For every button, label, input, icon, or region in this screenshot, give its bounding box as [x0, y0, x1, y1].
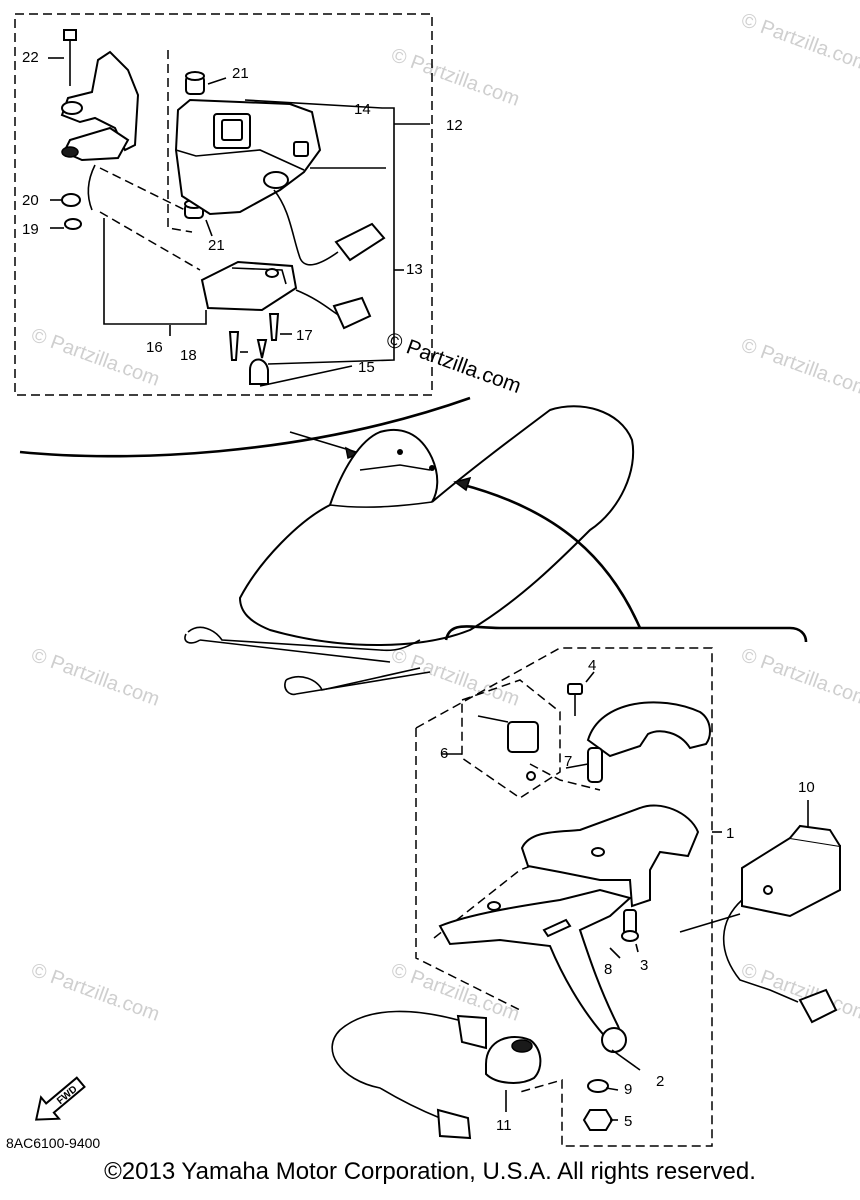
watermark-text: © Partzilla.com [388, 644, 522, 711]
bolt-4 [567, 683, 583, 695]
callout-8: 8 [604, 961, 612, 978]
bracket-base-hole [61, 146, 79, 158]
bolt-3-head [621, 930, 639, 942]
lever-bracket [520, 804, 700, 908]
callout-1: 1 [726, 825, 734, 842]
watermark-text: © Partzilla.com [738, 9, 860, 76]
callout-14: 14 [354, 101, 371, 118]
diagram-code: 8AC6100-9400 [6, 1135, 101, 1151]
watermark-text: © Partzilla.com [388, 959, 522, 1026]
brake-lever [438, 888, 633, 1045]
relay-hole [763, 885, 773, 895]
unit-side-knob [293, 141, 309, 157]
unit-cap-top [221, 119, 243, 141]
callout-17: 17 [296, 327, 313, 344]
switch-connector [436, 1108, 472, 1140]
callout-21: 21 [232, 65, 249, 82]
screw-15-tip [256, 339, 268, 359]
callout-3: 3 [640, 957, 648, 974]
wire [87, 164, 96, 211]
callout-19: 19 [22, 221, 39, 238]
watermark-text: © Partzilla.com [738, 959, 860, 1026]
screw-18 [228, 331, 240, 361]
bracket-hole [591, 847, 605, 857]
lever-pad-cover [586, 701, 711, 758]
callout-20: 20 [22, 192, 39, 209]
bracket-hole [61, 101, 83, 115]
part-6 [507, 721, 539, 753]
bottom-assembly-group [331, 647, 841, 1147]
relay-connector [798, 988, 838, 1024]
connector-14 [334, 222, 386, 262]
callout-16: 16 [146, 339, 163, 356]
module-hole [265, 268, 279, 278]
callout-7: 7 [564, 753, 572, 770]
callout-9: 9 [624, 1081, 632, 1098]
lever-ball-tip [601, 1027, 627, 1053]
callout-11: 11 [496, 1117, 512, 1134]
screw-17 [268, 313, 280, 341]
handlebar-point [429, 465, 435, 471]
watermark-main: © Partzilla.com [383, 328, 524, 398]
switch-cap [511, 1039, 533, 1053]
watermark-text: © Partzilla.com [28, 959, 162, 1026]
mounting-bracket [60, 50, 140, 152]
callout-12: 12 [446, 117, 463, 134]
lever-pivot-hole [487, 901, 501, 911]
callout-4: 4 [588, 657, 596, 674]
callout-13: 13 [406, 261, 423, 278]
nut-5 [582, 1109, 614, 1131]
screw-15 [249, 358, 269, 385]
connector-16 [332, 296, 372, 330]
watermark-text: © Partzilla.com [28, 644, 162, 711]
grommet-top-cap [185, 71, 205, 81]
copyright-footer: ©2013 Yamaha Motor Corporation, U.S.A. A… [104, 1158, 756, 1185]
nut-part [61, 193, 81, 207]
watermark-text: © Partzilla.com [28, 324, 162, 391]
callout-2: 2 [656, 1073, 664, 1090]
callout-18: 18 [180, 347, 197, 364]
collar-7 [587, 747, 603, 783]
washer-9 [587, 1079, 609, 1093]
handlebar-point [397, 449, 403, 455]
watermark-text: © Partzilla.com [388, 44, 522, 111]
unit-cable [273, 189, 339, 266]
snowmobile-overview [19, 396, 808, 696]
unit-port [263, 171, 289, 189]
relay-unit [741, 836, 841, 918]
washer-part [64, 218, 82, 230]
callout-10: 10 [798, 779, 815, 796]
fwd-arrow-icon: FWD [34, 1076, 86, 1121]
callout-22: 22 [22, 49, 39, 66]
watermark-text: © Partzilla.com [738, 644, 860, 711]
callout-6: 6 [440, 745, 448, 762]
callout-21: 21 [208, 237, 225, 254]
callout-15: 15 [358, 359, 375, 376]
callout-5: 5 [624, 1113, 632, 1130]
watermark-text: © Partzilla.com [738, 334, 860, 401]
snowmobile-body [238, 405, 635, 646]
part-6-pin [526, 771, 536, 781]
bolt-head [63, 29, 77, 41]
top-assembly-group [14, 13, 433, 396]
module-cable [295, 289, 341, 317]
switch-housing [456, 1014, 487, 1050]
screw-8 [542, 918, 572, 938]
